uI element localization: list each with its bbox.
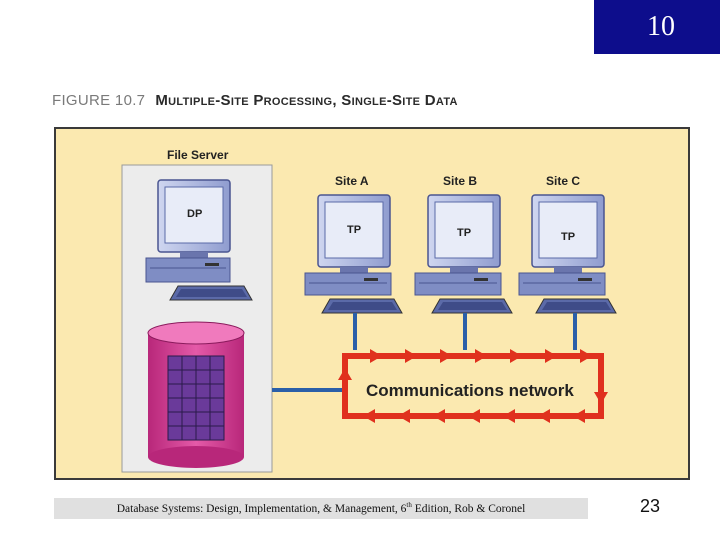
- site-network-links: [353, 313, 577, 350]
- site-a-workstation: TP: [304, 194, 403, 314]
- site-label: Site C: [546, 174, 580, 188]
- site-c-workstation: TP: [518, 194, 617, 314]
- site-label: Site A: [335, 174, 369, 188]
- site-screen-label: TP: [457, 227, 471, 239]
- communications-network-ring: Communications network: [338, 349, 608, 423]
- footer-text-end: Edition, Rob & Coronel: [411, 502, 526, 515]
- footer-edition-suffix: th: [406, 501, 412, 509]
- footer-text-start: Database Systems: Design, Implementation…: [116, 502, 407, 515]
- figure-number: FIGURE 10.7: [52, 92, 146, 109]
- server-screen-label: DP: [187, 208, 202, 220]
- site-screen-label: TP: [347, 224, 361, 236]
- database-icon: [147, 321, 245, 468]
- page-number: 23: [639, 496, 661, 516]
- figure-title: FIGURE 10.7 Multiple-Site Processing, Sin…: [52, 92, 458, 109]
- network-label: Communications network: [366, 381, 574, 400]
- site-b-workstation: TP: [414, 194, 513, 314]
- footer-citation: Database Systems: Design, Implementation…: [54, 501, 588, 515]
- site-screen-label: TP: [561, 231, 575, 243]
- file-server-label: File Server: [167, 148, 229, 162]
- figure-caption: Multiple-Site Processing, Single-Site Da…: [155, 92, 458, 109]
- chapter-number: 10: [647, 11, 675, 42]
- footer-bar: [54, 498, 588, 519]
- server-workstation: DP: [145, 179, 253, 301]
- site-label: Site B: [443, 174, 477, 188]
- chapter-number-badge: 10: [594, 0, 720, 54]
